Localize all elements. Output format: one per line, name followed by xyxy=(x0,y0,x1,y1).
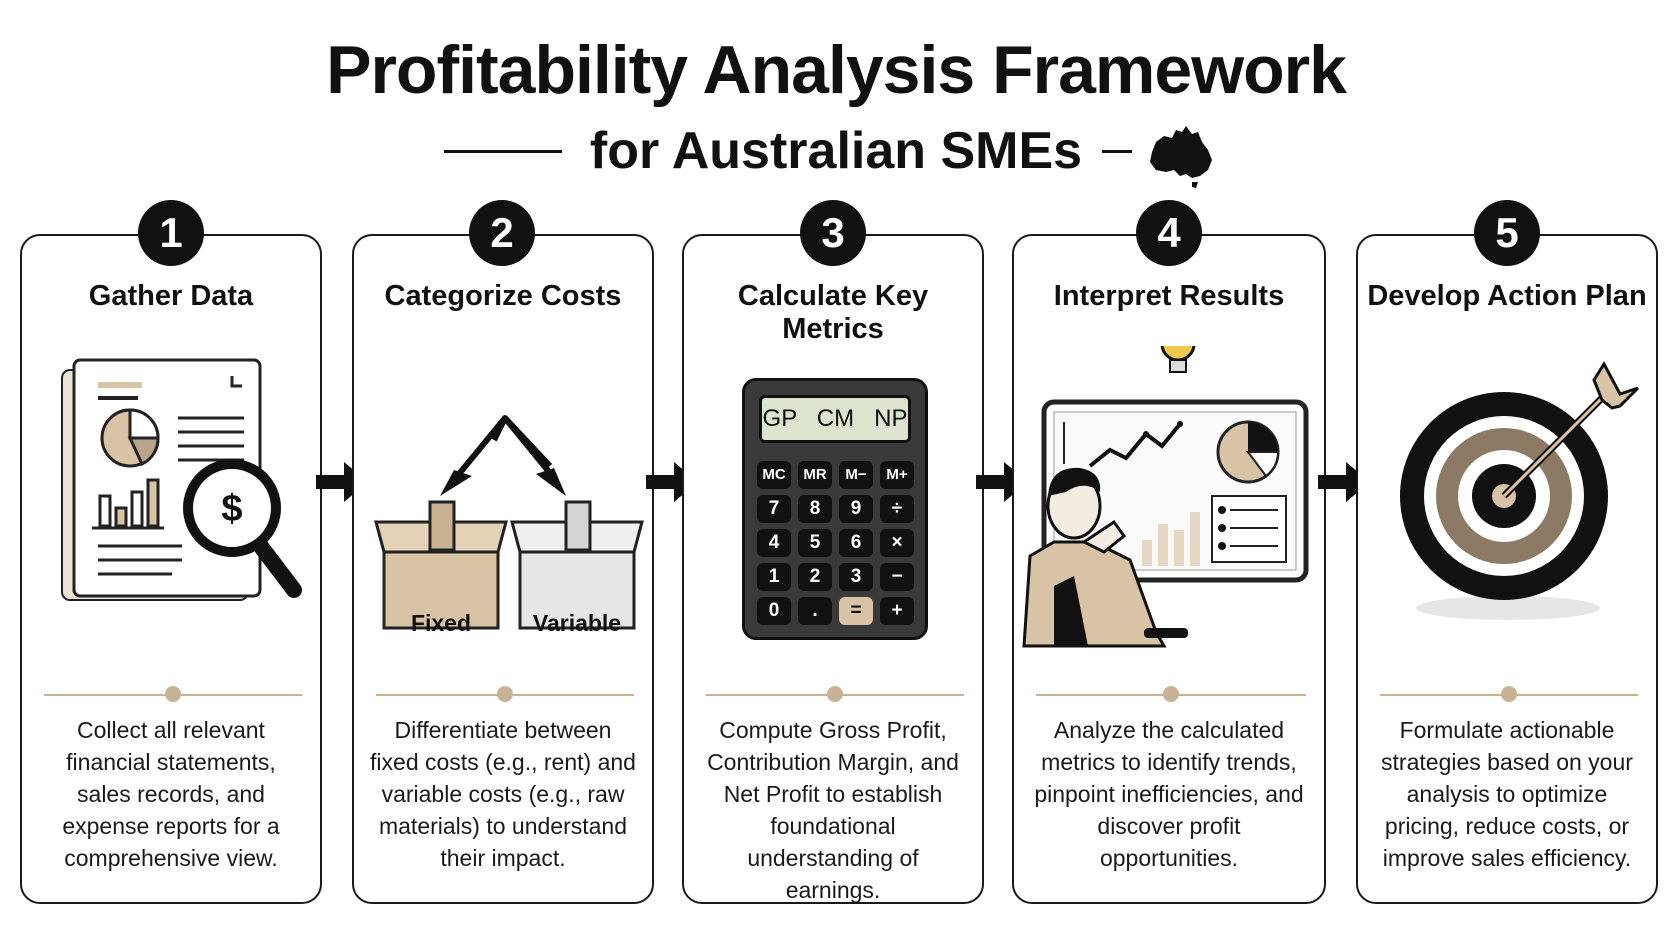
step-title: Categorize Costs xyxy=(384,280,622,312)
subtitle-rule-right xyxy=(1102,150,1132,153)
step-title: Interpret Results xyxy=(1053,280,1285,312)
step-divider xyxy=(1036,680,1306,710)
step-card-interpret-results: Interpret Results xyxy=(1012,234,1326,904)
step-number-badge-3: 3 xyxy=(800,200,866,266)
box-label-fixed: Fixed xyxy=(410,610,472,636)
calculator-keypad: MC MR M− M+ 7 8 9 ÷ 4 5 6 × 1 2 3 − 0 . … xyxy=(757,461,915,625)
australia-map-icon xyxy=(1150,126,1212,188)
calc-key: 4 xyxy=(757,529,791,557)
step-title: Gather Data xyxy=(88,280,254,312)
calculator-icon: GP CM NP MC MR M− M+ 7 8 9 ÷ 4 5 6 × 1 2… xyxy=(742,378,928,640)
calc-key: 6 xyxy=(839,529,873,557)
step-card-calculate-metrics: Calculate Key Metrics GP CM NP MC MR M− … xyxy=(682,234,984,904)
subtitle-rule-left xyxy=(444,150,562,153)
step-number-badge-2: 2 xyxy=(469,200,535,266)
page-subtitle: for Australian SMEs xyxy=(589,122,1083,180)
calc-key: 1 xyxy=(757,563,791,591)
calc-key: 3 xyxy=(839,563,873,591)
calc-key: 7 xyxy=(757,495,791,523)
calc-key: 9 xyxy=(839,495,873,523)
step-card-categorize-costs: Categorize Costs Fixed Variable Differen… xyxy=(352,234,654,904)
analyst-dashboard-icon xyxy=(1022,346,1309,648)
step-divider xyxy=(706,680,964,710)
subtitle-row: for Australian SMEs xyxy=(0,116,1672,188)
step-description: Differentiate between fixed costs (e.g.,… xyxy=(370,717,636,871)
target-arrow-icon xyxy=(1400,361,1640,620)
calc-key: . xyxy=(798,597,832,625)
lightbulb-icon xyxy=(1160,346,1196,373)
step-description: Collect all relevant financial statement… xyxy=(62,717,280,871)
calc-key: 8 xyxy=(798,495,832,523)
calc-key: MC xyxy=(757,461,791,489)
step-title: Calculate Key Metrics xyxy=(737,280,929,345)
calc-key: 5 xyxy=(798,529,832,557)
step-description: Compute Gross Profit, Contribution Margi… xyxy=(707,717,959,903)
calc-key: MR xyxy=(798,461,832,489)
calc-key: × xyxy=(880,529,914,557)
box-label-variable: Variable xyxy=(532,610,622,636)
magnifier-symbol: $ xyxy=(221,488,243,530)
calc-key: M+ xyxy=(880,461,914,489)
step-number-badge-4: 4 xyxy=(1136,200,1202,266)
step-number-badge-5: 5 xyxy=(1474,200,1540,266)
step-card-gather-data: Gather Data $ Collect all relevant finan… xyxy=(20,234,322,904)
step-number-badge-1: 1 xyxy=(138,200,204,266)
calc-key: 0 xyxy=(757,597,791,625)
calc-key: ÷ xyxy=(880,495,914,523)
step-divider xyxy=(376,680,634,710)
step-description: Analyze the calculated metrics to identi… xyxy=(1034,717,1304,871)
page-title: Profitability Analysis Framework xyxy=(326,32,1347,108)
calc-key: 2 xyxy=(798,563,832,591)
calc-key: + xyxy=(880,597,914,625)
step-divider xyxy=(1380,680,1638,710)
step-divider xyxy=(44,680,302,710)
document-magnifier-icon xyxy=(61,358,302,601)
calc-key-equals: = xyxy=(839,597,873,625)
step-card-develop-action-plan: Develop Action Plan Formulate actionable… xyxy=(1356,234,1658,904)
step-title: Develop Action Plan xyxy=(1367,280,1647,312)
split-boxes-icon xyxy=(374,415,644,630)
calculator-display: GP CM NP xyxy=(759,395,911,443)
calc-key: M− xyxy=(839,461,873,489)
calc-key: − xyxy=(880,563,914,591)
step-description: Formulate actionable strategies based on… xyxy=(1381,717,1633,871)
